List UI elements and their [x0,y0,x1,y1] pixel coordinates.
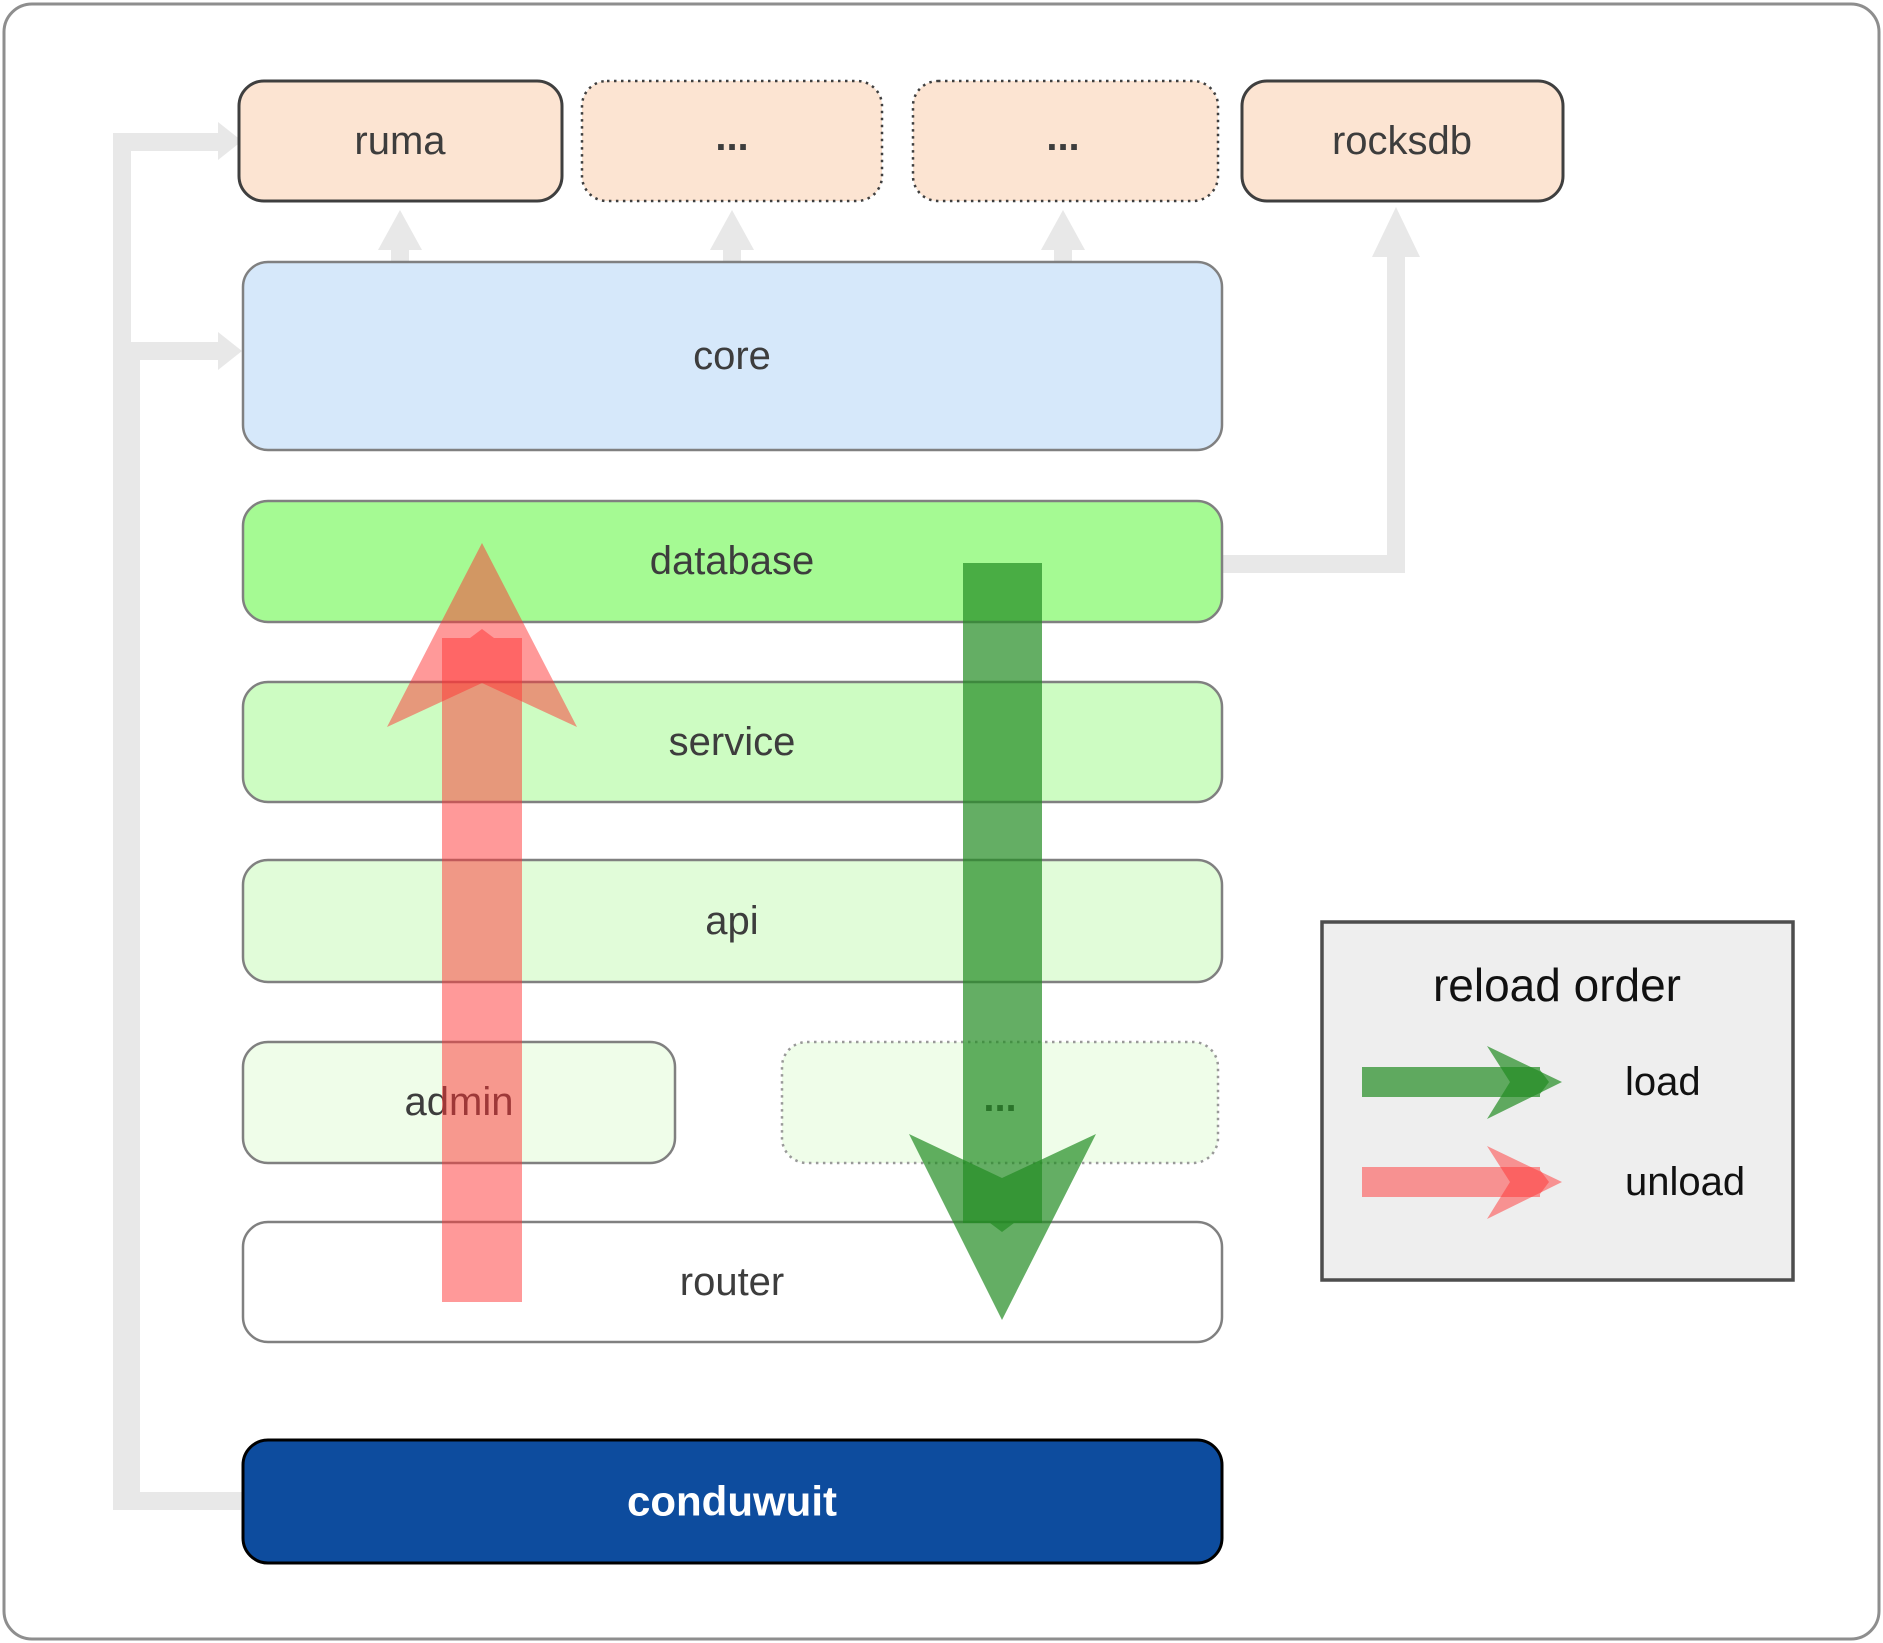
legend-unload-arrow-icon [1362,1146,1562,1219]
legend-load-arrow-icon [1362,1046,1562,1119]
box-crate-dots-2-label: ... [1046,115,1079,159]
box-conduwuit-label: conduwuit [627,1478,837,1525]
box-router-label: router [680,1260,785,1304]
connector-core-to-dots2-arrow [1041,210,1085,262]
box-router: router [241,1220,1224,1344]
load-arrow-down [909,563,1096,1320]
connector-core-to-ruma-arrow [378,210,422,262]
box-rocksdb: rocksdb [1240,79,1565,203]
box-crate-dots-1-label: ... [715,115,748,159]
box-api: api [241,858,1224,984]
legend-box [1320,920,1795,1282]
connector-conduwuit-to-core [122,332,242,1510]
box-database: database [241,499,1224,624]
box-core-label: core [693,334,771,378]
unload-arrow-up [387,543,577,1302]
connector-database-to-rocksdb [1222,207,1420,573]
box-crate-dots-1: ... [580,79,884,203]
box-crate-dots-2: ... [911,79,1220,203]
box-api-label: api [705,899,758,943]
box-service: service [241,680,1224,804]
box-core: core [241,260,1224,452]
box-conduwuit: conduwuit [241,1438,1224,1565]
box-ruma: ruma [237,79,564,203]
legend-load-label: load [1625,1060,1701,1104]
legend-unload-label: unload [1625,1160,1745,1204]
box-service-label: service [669,720,796,764]
connector-conduwuit-stem [113,1492,243,1510]
box-database-label: database [650,539,815,583]
box-ruma-label: ruma [354,119,446,163]
connector-core-to-dots1-arrow [710,210,754,262]
legend-title: reload order [1433,959,1681,1011]
box-rocksdb-label: rocksdb [1332,119,1472,163]
legend: reload order load unload [1320,920,1795,1282]
